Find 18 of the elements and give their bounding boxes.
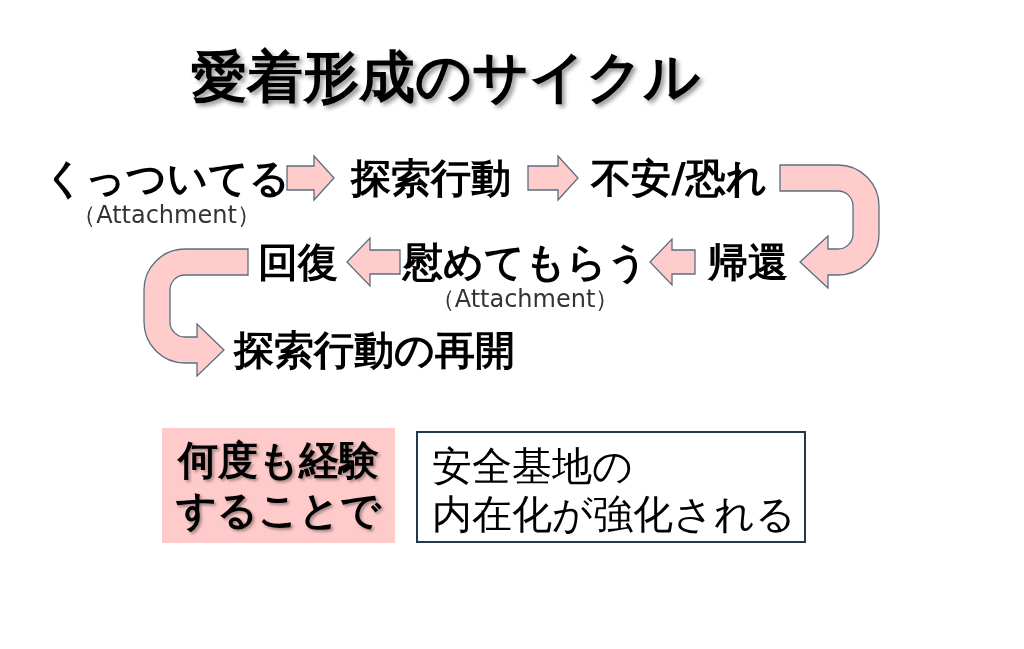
caption-text: （Attachment） <box>72 201 261 229</box>
step-label: 帰還 <box>695 239 800 285</box>
block-arrow <box>527 154 579 202</box>
caption-text: （Attachment） <box>430 285 620 313</box>
step-label: 探索行動 <box>334 155 528 201</box>
block-arrow <box>286 154 335 202</box>
block-arrow <box>649 237 696 287</box>
title: 愛着形成のサイクル <box>189 44 701 110</box>
u-turn-arrow <box>143 248 249 377</box>
step-label: 不安/恐れ <box>578 155 780 201</box>
u-turn-arrow <box>779 164 880 289</box>
outlined-box: 安全基地の内在化が強化される <box>416 431 806 543</box>
block-arrow <box>346 236 401 288</box>
step-label: くっついてる <box>43 155 290 201</box>
step-label: 探索行動の再開 <box>224 327 524 373</box>
highlight-box: 何度も経験することで <box>162 428 395 543</box>
step-label: 慰めてもらう <box>402 239 648 285</box>
step-label: 回復 <box>248 239 347 285</box>
